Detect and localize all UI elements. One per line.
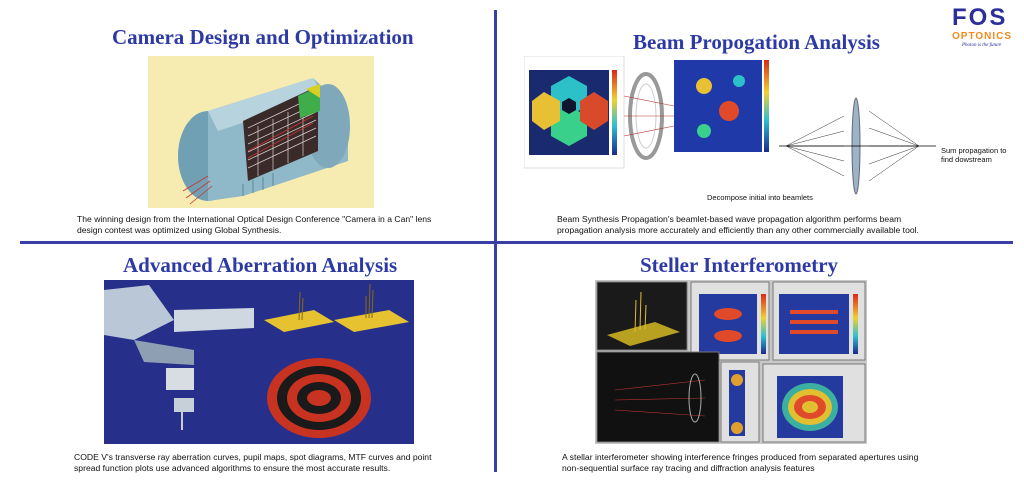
beam-sum-label-2: find dowstream (941, 155, 992, 164)
camera-description: The winning design from the Internationa… (77, 214, 487, 236)
brand-logo: FOS (952, 4, 1008, 31)
beam-sum-label: Sum propagation to find dowstream (941, 146, 1006, 164)
aberration-desc-line-2: spread function plots use advanced algor… (74, 463, 391, 473)
interferometry-desc-line-2: non-sequential surface ray tracing and d… (562, 463, 815, 473)
camera-section-title: Camera Design and Optimization (112, 25, 414, 49)
beam-decompose-label: Decompose initial into beamlets (707, 193, 813, 202)
interferometry-section-title: Steller Interferometry (640, 253, 839, 277)
brand-logo-sub: OPTONICS (952, 31, 1013, 42)
aberration-section-title: Advanced Aberration Analysis (123, 253, 398, 277)
beam-section-title: Beam Propogation Analysis (633, 30, 880, 54)
interferometry-desc-line-1: A stellar interferometer showing interfe… (562, 452, 919, 462)
interferometry-illustration (595, 280, 867, 444)
beam-desc-line-2: propagation analysis more accurately and… (557, 225, 919, 235)
aberration-desc-line-1: CODE V's transverse ray aberration curve… (74, 452, 432, 462)
aberration-description: CODE V's transverse ray aberration curve… (74, 452, 484, 474)
camera-desc-line-2: design contest was optimized using Globa… (77, 225, 282, 235)
horizontal-divider (20, 241, 1013, 244)
beam-sum-label-1: Sum propagation to (941, 146, 1007, 155)
camera-lens-illustration (148, 56, 374, 208)
beam-propagation-illustration (524, 56, 936, 195)
beam-description: Beam Synthesis Propagation's beamlet-bas… (557, 214, 997, 236)
interferometry-description: A stellar interferometer showing interfe… (562, 452, 1002, 474)
beam-desc-line-1: Beam Synthesis Propagation's beamlet-bas… (557, 214, 902, 224)
brand-tagline: Photon is the future (962, 43, 1002, 48)
camera-desc-line-1: The winning design from the Internationa… (77, 214, 432, 224)
aberration-illustration (104, 280, 414, 444)
